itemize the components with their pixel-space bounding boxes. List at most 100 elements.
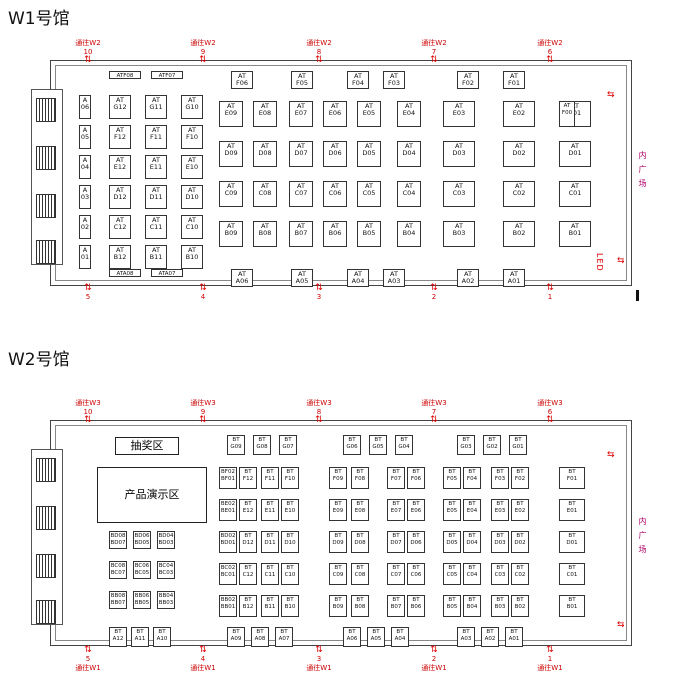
- gate-3[interactable]: ⇅3: [299, 284, 339, 302]
- lottery-area[interactable]: 抽奖区: [115, 437, 179, 455]
- booth-ATA07[interactable]: ATA07: [151, 269, 183, 277]
- demo-area[interactable]: 产品演示区: [97, 467, 207, 523]
- gate-4[interactable]: ⇅4: [183, 284, 223, 302]
- gate-5[interactable]: ⇅5: [68, 284, 108, 302]
